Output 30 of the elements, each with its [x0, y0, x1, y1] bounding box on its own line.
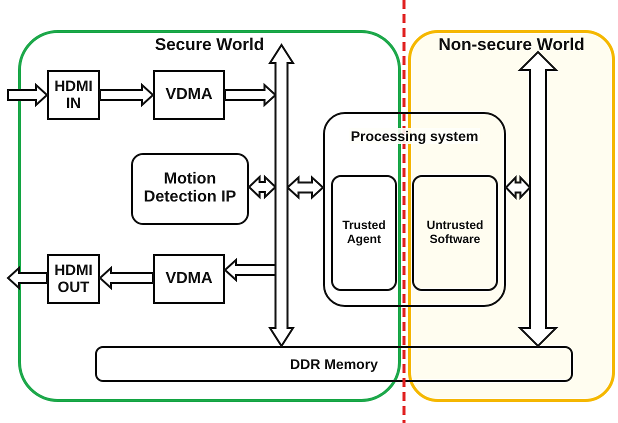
process-box [153, 70, 225, 120]
node-label: DDR Memory [290, 356, 378, 372]
bus-arrow [268, 43, 295, 348]
region-title: Processing system [348, 128, 480, 144]
memory-bar [95, 346, 573, 382]
node-label: Untrusted Software [426, 219, 484, 247]
process-box [47, 70, 100, 120]
block-arrow [99, 82, 154, 108]
block-arrow [286, 175, 324, 200]
process-box [331, 175, 397, 291]
process-box [131, 153, 249, 225]
node-label: VDMA [165, 86, 213, 104]
region-title: Secure World [154, 35, 264, 55]
block-arrow [98, 266, 154, 290]
process-box [47, 254, 100, 304]
node-label: Motion Detection IP [142, 170, 238, 208]
block-arrow [6, 266, 48, 290]
block-arrow [504, 175, 532, 200]
bus-arrow [518, 50, 558, 348]
block-arrow [224, 258, 276, 282]
node-label: VDMA [165, 270, 213, 288]
block-arrow [248, 174, 277, 200]
process-box [153, 254, 225, 304]
block-arrow [7, 82, 48, 108]
node-label: HDMI OUT [53, 262, 94, 296]
process-box [412, 175, 498, 291]
block-arrow [224, 82, 277, 108]
node-label: Trusted Agent [341, 219, 387, 247]
region-title: Non-secure World [438, 35, 585, 55]
node-label: HDMI IN [53, 78, 94, 112]
